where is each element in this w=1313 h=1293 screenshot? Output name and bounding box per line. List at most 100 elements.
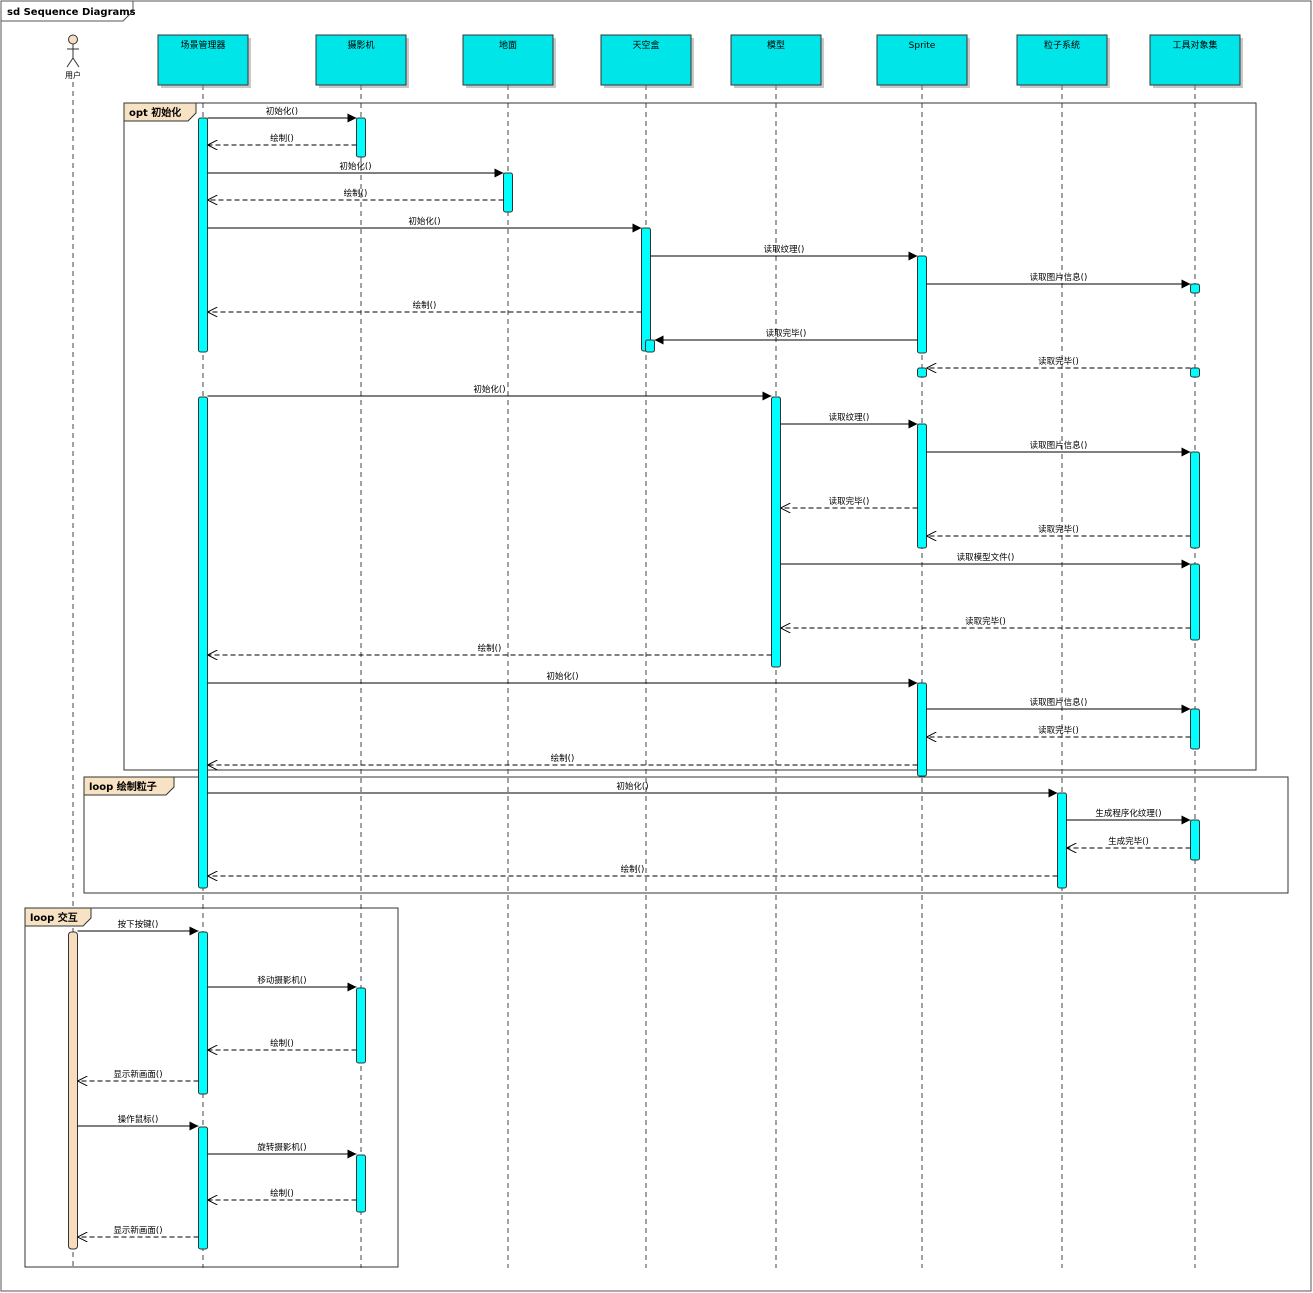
activation-camera-1	[356, 117, 366, 158]
activation-sprite-7	[917, 367, 927, 378]
message-label: 绘制()	[270, 1038, 294, 1049]
lifeline-particle-head	[1016, 34, 1108, 86]
activation-camera-19	[356, 987, 366, 1064]
lifeline-model[interactable]: 模型	[730, 34, 824, 1268]
message-label: 读取图片信息()	[1030, 697, 1088, 708]
fragment-tab	[24, 907, 92, 927]
fragment-loop-2: loop 交互	[24, 907, 399, 1268]
message-24: 生成完毕()	[1066, 836, 1191, 848]
message-label: 绘制()	[621, 864, 645, 875]
message-label: 绘制()	[478, 643, 502, 654]
activation-toolset-6	[1190, 283, 1200, 294]
message-label: 按下按键()	[118, 919, 159, 930]
fragment-label: loop 绘制粒子	[89, 780, 157, 793]
activation-scene-18	[198, 931, 208, 1095]
fragment-label: opt 初始化	[129, 106, 181, 119]
activation-toolset-15	[1190, 708, 1200, 750]
lifeline-skybox-head	[600, 34, 692, 86]
message-label: 初始化()	[408, 216, 440, 227]
message-label: 读取完毕()	[1038, 725, 1079, 736]
message-label: 生成程序化纹理()	[1095, 808, 1161, 819]
message-17: 绘制()	[207, 643, 772, 655]
message-label: 读取完毕()	[766, 328, 807, 339]
actor-user[interactable]: 用户	[65, 34, 81, 1268]
activation-toolset-12	[1190, 451, 1200, 549]
message-30: 操作鼠标()	[77, 1114, 199, 1131]
lifeline-sprite-head	[876, 34, 968, 86]
messages: 初始化() 绘制() 初始化() 绘制() 初始化() 读取纹理() 读取图片信息() 绘制(…	[77, 106, 1191, 1237]
message-25: 绘制()	[207, 864, 1058, 876]
message-26: 按下按键()	[77, 919, 199, 936]
message-label: 读取图片信息()	[1030, 440, 1088, 451]
activation-scene-9	[198, 396, 208, 889]
lifeline-particle-label: 粒子系统	[1044, 39, 1080, 51]
activation-model-10	[771, 396, 781, 668]
message-label: 旋转摄影机()	[257, 1142, 306, 1153]
lifeline-model-label: 模型	[767, 40, 785, 51]
message-label: 生成完毕()	[1108, 836, 1149, 847]
activation-skybox-4	[645, 339, 655, 353]
activation-toolset-8	[1190, 367, 1200, 378]
message-22: 初始化()	[207, 781, 1058, 798]
message-label: 读取完毕()	[829, 496, 870, 507]
message-12: 读取图片信息()	[926, 440, 1191, 457]
message-32: 绘制()	[207, 1188, 357, 1200]
activation-toolset-13	[1190, 563, 1200, 641]
message-27: 移动摄影机()	[207, 975, 357, 992]
message-label: 读取模型文件()	[957, 552, 1015, 563]
message-23: 生成程序化纹理()	[1066, 808, 1191, 825]
message-28: 绘制()	[207, 1038, 357, 1050]
message-label: 绘制()	[270, 133, 294, 144]
message-6: 读取图片信息()	[926, 272, 1191, 289]
activation-bars	[68, 117, 1200, 1250]
message-label: 初始化()	[339, 161, 371, 172]
message-16: 读取完毕()	[780, 616, 1191, 628]
lifeline-camera-head	[315, 34, 407, 86]
lifeline-scene-head	[157, 34, 249, 86]
activation-sprite-5	[917, 255, 927, 354]
message-0: 初始化()	[207, 106, 357, 123]
message-2: 初始化()	[207, 161, 504, 178]
activation-user	[68, 931, 78, 1250]
message-9: 读取完毕()	[926, 356, 1191, 368]
fragment-opt-0: opt 初始化	[123, 102, 1257, 771]
lifeline-camera-label: 摄影机	[347, 39, 374, 51]
message-15: 读取模型文件()	[780, 552, 1191, 569]
message-label: 绘制()	[551, 753, 575, 764]
message-11: 读取纹理()	[780, 412, 918, 429]
message-label: 显示新画面()	[113, 1069, 162, 1080]
message-label: 读取图片信息()	[1030, 272, 1088, 283]
lifeline-scene[interactable]: 场景管理器	[157, 34, 251, 1268]
message-label: 显示新画面()	[113, 1225, 162, 1236]
frame-title: sd Sequence Diagrams	[7, 7, 136, 18]
message-label: 操作鼠标()	[118, 1114, 159, 1125]
message-label: 读取完毕()	[1038, 524, 1079, 535]
activation-particle-16	[1057, 792, 1067, 889]
fragment-tab	[83, 776, 175, 796]
message-label: 读取完毕()	[1038, 356, 1079, 367]
activation-sprite-14	[917, 682, 927, 777]
actor-body	[66, 44, 80, 68]
lifeline-ground[interactable]: 地面	[462, 34, 556, 1268]
lifeline-camera[interactable]: 摄影机	[315, 34, 409, 1268]
lifeline-skybox[interactable]: 天空盒	[600, 34, 694, 1268]
message-1: 绘制()	[207, 133, 357, 145]
message-label: 初始化()	[266, 106, 298, 117]
lifeline-toolset[interactable]: 工具对象集	[1149, 34, 1243, 1268]
lifeline-particle[interactable]: 粒子系统	[1016, 34, 1110, 1268]
fragment-border	[123, 102, 1257, 771]
lifeline-ground-head	[462, 34, 554, 86]
lifeline-scene-label: 场景管理器	[180, 39, 225, 51]
message-10: 初始化()	[207, 384, 772, 401]
message-label: 读取纹理()	[829, 412, 870, 423]
fragment-label: loop 交互	[30, 911, 78, 924]
message-19: 读取图片信息()	[926, 697, 1191, 714]
frame-title-tab	[0, 0, 134, 22]
fragment-loop-1: loop 绘制粒子	[83, 776, 1289, 894]
message-label: 初始化()	[616, 781, 648, 792]
lifeline-sprite[interactable]: Sprite	[876, 34, 970, 1268]
message-label: 绘制()	[270, 1188, 294, 1199]
message-3: 绘制()	[207, 188, 504, 200]
